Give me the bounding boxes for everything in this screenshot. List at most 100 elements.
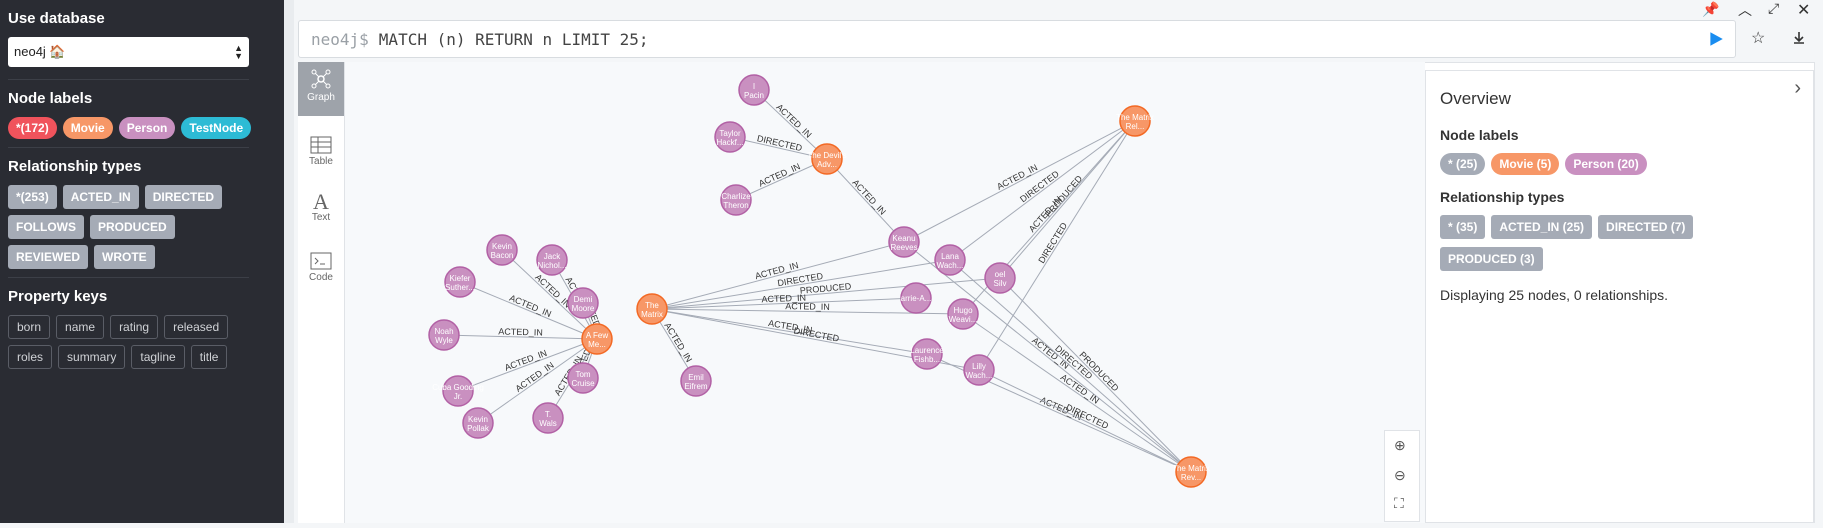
- node-circle[interactable]: [984, 262, 1016, 294]
- node-circle[interactable]: [1175, 456, 1207, 488]
- property-key-chip[interactable]: tagline: [131, 345, 185, 369]
- node-circle[interactable]: [934, 244, 966, 276]
- run-icon[interactable]: [1707, 30, 1725, 48]
- relationship-edge[interactable]: [443, 334, 598, 340]
- close-icon[interactable]: ✕: [1797, 2, 1811, 19]
- node-label-chip[interactable]: *(172): [8, 117, 57, 139]
- relationship-edge[interactable]: [962, 313, 1192, 473]
- relationship-edge[interactable]: [651, 297, 917, 310]
- node-circle[interactable]: [680, 365, 712, 397]
- tab-table[interactable]: Table: [298, 130, 344, 180]
- overview-rel-type-chip[interactable]: DIRECTED (7): [1598, 215, 1694, 239]
- download-icon[interactable]: [1792, 31, 1806, 45]
- node-label-chip[interactable]: TestNode: [181, 117, 252, 139]
- node-circle[interactable]: [532, 402, 564, 434]
- node-circle[interactable]: [536, 244, 568, 276]
- relationship-edge[interactable]: [999, 277, 1192, 473]
- property-key-chip[interactable]: rating: [110, 315, 159, 339]
- relationship-edge[interactable]: [978, 369, 1192, 473]
- relationship-edge[interactable]: [903, 241, 1192, 473]
- node-circle[interactable]: [947, 298, 979, 330]
- overview-node-label-chip[interactable]: Movie (5): [1491, 153, 1560, 175]
- person-node[interactable]: T.Wals: [532, 402, 564, 434]
- node-circle[interactable]: [811, 143, 843, 175]
- tab-graph[interactable]: Graph: [298, 62, 344, 116]
- fit-icon[interactable]: ⛶: [1394, 495, 1404, 511]
- node-circle[interactable]: [963, 354, 995, 386]
- relationship-edge[interactable]: [477, 338, 598, 424]
- person-node[interactable]: HugoWeavi...: [947, 298, 979, 330]
- zoom-out-icon[interactable]: ⊖: [1394, 467, 1406, 483]
- chevron-up-icon[interactable]: ︿: [1738, 2, 1752, 18]
- relationship-edge[interactable]: [651, 259, 951, 310]
- relationship-type-chip[interactable]: WROTE: [94, 245, 155, 269]
- relationship-edge[interactable]: [949, 259, 1192, 473]
- node-circle[interactable]: [738, 74, 770, 106]
- database-select[interactable]: neo4j 🏠 ▲▼: [8, 37, 249, 67]
- relationship-edge[interactable]: [903, 120, 1136, 243]
- node-circle[interactable]: [428, 319, 460, 351]
- node-circle[interactable]: [567, 287, 599, 319]
- relationship-type-chip[interactable]: PRODUCED: [90, 215, 175, 239]
- overview-rel-type-chip[interactable]: ACTED_IN (25): [1491, 215, 1593, 239]
- movie-node[interactable]: The Devil'sAdv...: [807, 143, 847, 175]
- relationship-edge[interactable]: [651, 241, 905, 310]
- node-circle[interactable]: [567, 362, 599, 394]
- overview-node-label-chip[interactable]: * (25): [1440, 153, 1486, 175]
- property-key-chip[interactable]: name: [56, 315, 105, 339]
- relationship-edge[interactable]: [651, 308, 928, 355]
- overview-node-label-chip[interactable]: Person (20): [1565, 153, 1647, 175]
- relationship-type-chip[interactable]: ACTED_IN: [62, 185, 139, 209]
- relationship-type-chip[interactable]: REVIEWED: [8, 245, 89, 269]
- node-circle[interactable]: [714, 121, 746, 153]
- property-key-chip[interactable]: summary: [58, 345, 126, 369]
- node-circle[interactable]: [888, 226, 920, 258]
- relationship-type-chip[interactable]: *(253): [8, 185, 57, 209]
- relationship-edge[interactable]: [729, 136, 828, 160]
- node-circle[interactable]: [636, 293, 668, 325]
- overview-rel-type-chip[interactable]: PRODUCED (3): [1440, 247, 1543, 271]
- movie-node[interactable]: The MatrixRel...: [1116, 105, 1154, 137]
- relationship-edge[interactable]: [651, 308, 964, 315]
- person-node[interactable]: LaurenceFishb...: [910, 338, 944, 370]
- relationship-type-chip[interactable]: FOLLOWS: [8, 215, 84, 239]
- expand-icon[interactable]: ⤢: [1768, 0, 1780, 16]
- property-key-chip[interactable]: born: [8, 315, 51, 339]
- node-circle[interactable]: [486, 234, 518, 266]
- node-circle[interactable]: [720, 184, 752, 216]
- person-node[interactable]: JackNichol...: [536, 244, 568, 276]
- node-label-chip[interactable]: Person: [118, 117, 176, 139]
- node-label-chip[interactable]: Movie: [62, 117, 113, 139]
- relationship-edge[interactable]: [735, 158, 828, 201]
- query-editor[interactable]: neo4j$ MATCH (n) RETURN n LIMIT 25;: [298, 20, 1736, 58]
- tab-code[interactable]: Code: [298, 246, 344, 296]
- relationship-edge[interactable]: [826, 158, 905, 243]
- relationship-edge[interactable]: [459, 281, 598, 340]
- zoom-in-icon[interactable]: ⊕: [1394, 437, 1406, 453]
- relationship-edge[interactable]: [651, 277, 1001, 310]
- node-circle[interactable]: [442, 375, 474, 407]
- relationship-edge[interactable]: [457, 338, 598, 392]
- person-node[interactable]: TaylorHackf...: [714, 121, 746, 153]
- node-circle[interactable]: [900, 282, 932, 314]
- relationship-edge[interactable]: [978, 120, 1136, 371]
- relationship-edge[interactable]: [753, 89, 828, 160]
- movie-node[interactable]: The MatrixRev...: [1172, 456, 1210, 488]
- overview-rel-type-chip[interactable]: * (35): [1440, 215, 1486, 239]
- node-circle[interactable]: [911, 338, 943, 370]
- node-circle[interactable]: [1119, 105, 1151, 137]
- star-icon[interactable]: ☆: [1751, 30, 1766, 47]
- property-key-chip[interactable]: title: [190, 345, 228, 369]
